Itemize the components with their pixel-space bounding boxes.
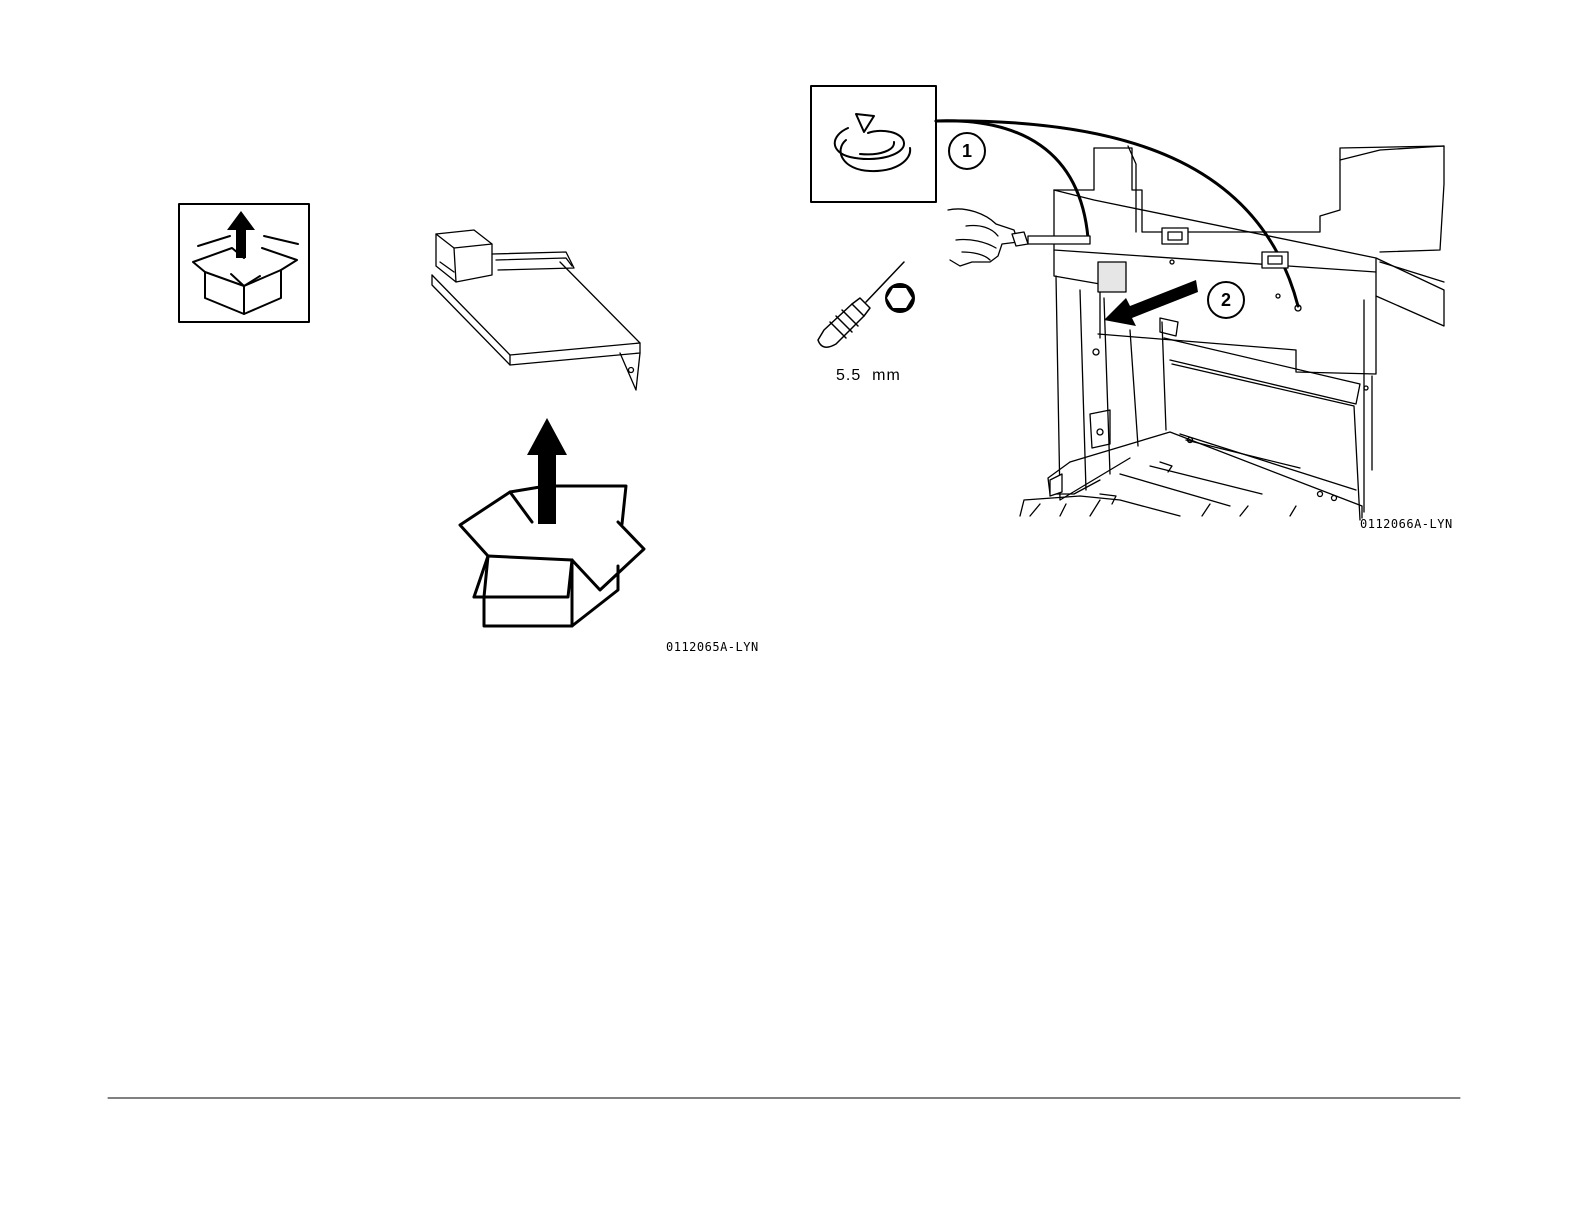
lift-up-arrow-icon: [527, 418, 567, 524]
rotate-counterclockwise-icon: [811, 86, 936, 202]
output-tray-illustration: [432, 230, 640, 390]
tool-size-label: 5.5 mm: [836, 367, 901, 384]
figure-id-left: 0112065A-LYN: [666, 640, 759, 654]
printer-illustration: [1020, 146, 1444, 520]
callout-2-label: 2: [1221, 290, 1231, 310]
hand-with-screwdriver-illustration: [948, 209, 1090, 266]
figure-id-right: 0112066A-LYN: [1360, 517, 1453, 531]
unpack-box-icon: [179, 204, 309, 322]
hex-bit-icon: [885, 283, 915, 313]
callout-1-label: 1: [962, 141, 972, 161]
